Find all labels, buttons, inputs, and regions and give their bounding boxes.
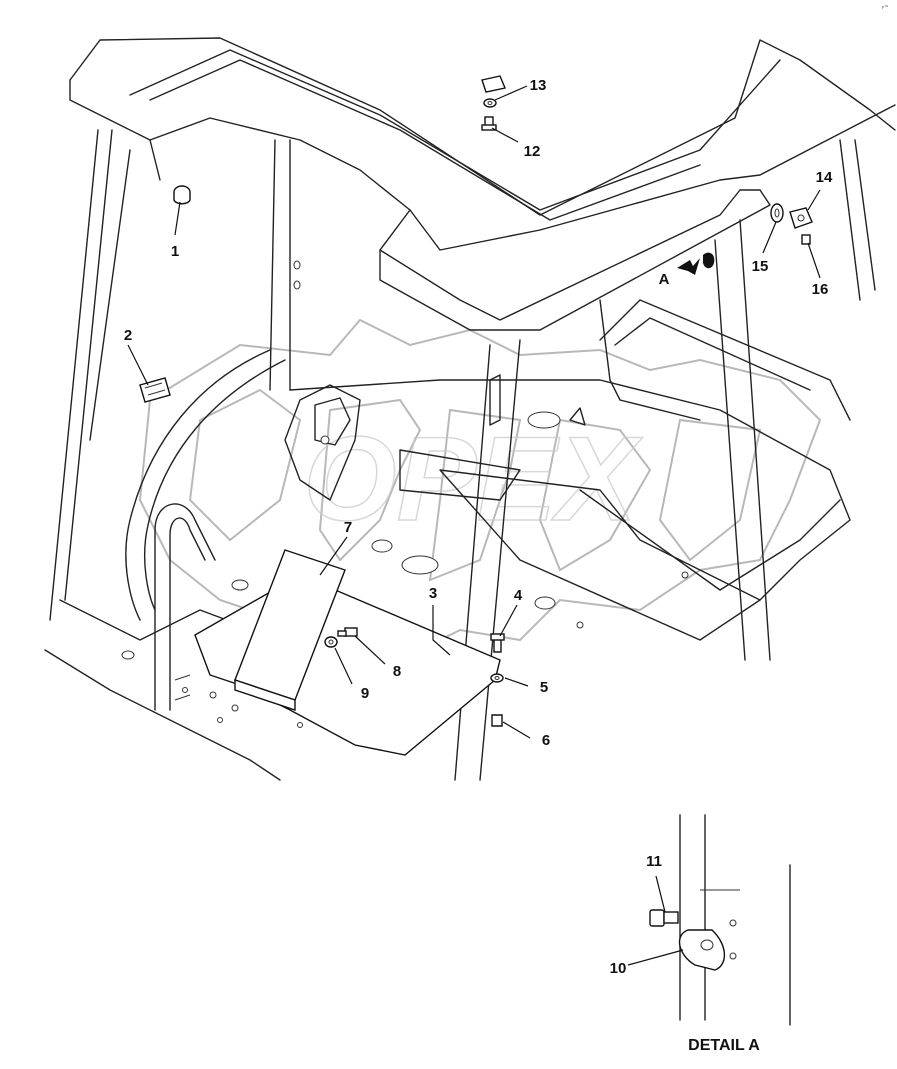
part-5-washer [490, 673, 504, 683]
callout-16: 16 [812, 281, 829, 298]
callout-2: 2 [124, 327, 132, 344]
callout-12: 12 [524, 143, 541, 160]
part-12-bolt [481, 116, 497, 131]
detail-a-view [649, 814, 791, 1026]
callout-6: 6 [542, 732, 550, 749]
callout-5: 5 [540, 679, 548, 696]
detail-a-caption: DETAIL A [688, 1037, 760, 1054]
leaders [127, 85, 821, 966]
part-6-nut [491, 714, 503, 727]
callout-10: 10 [610, 960, 627, 977]
callout-11: 11 [646, 853, 662, 870]
callout-15: 15 [752, 258, 769, 275]
callout-9: 9 [361, 685, 369, 702]
callout-3: 3 [429, 585, 437, 602]
watermark: OPEX [138, 318, 822, 662]
callout-14: 14 [816, 169, 833, 186]
callout-8: 8 [393, 663, 401, 680]
part-2-pad [139, 377, 171, 403]
view-a-arrow [677, 252, 715, 275]
view-a-label: A [659, 271, 670, 288]
part-15-washer [770, 203, 784, 223]
cab-frame [44, 37, 896, 781]
part-13-clip [481, 75, 506, 93]
part-14-plate [789, 207, 813, 229]
part-4-bolt [490, 633, 505, 653]
part-9-nut [324, 636, 338, 648]
callout-7: 7 [344, 519, 352, 536]
part-13-washer [483, 98, 497, 108]
part-8-bolt [337, 627, 358, 637]
callout-labels: 1 2 3 4 5 6 7 8 9 10 11 12 13 14 15 16 A… [124, 4, 888, 1054]
part-11-bolt [649, 909, 679, 927]
part-10-hook [678, 929, 726, 971]
watermark-text: OPEX [303, 412, 643, 546]
callout-13: 13 [530, 77, 547, 94]
part-7-cover [234, 549, 346, 711]
callout-1: 1 [171, 243, 179, 260]
part-16-screw [801, 234, 811, 245]
callout-4: 4 [514, 587, 523, 604]
part-1-plug [173, 185, 191, 205]
corner-mark: p™ [882, 4, 888, 9]
